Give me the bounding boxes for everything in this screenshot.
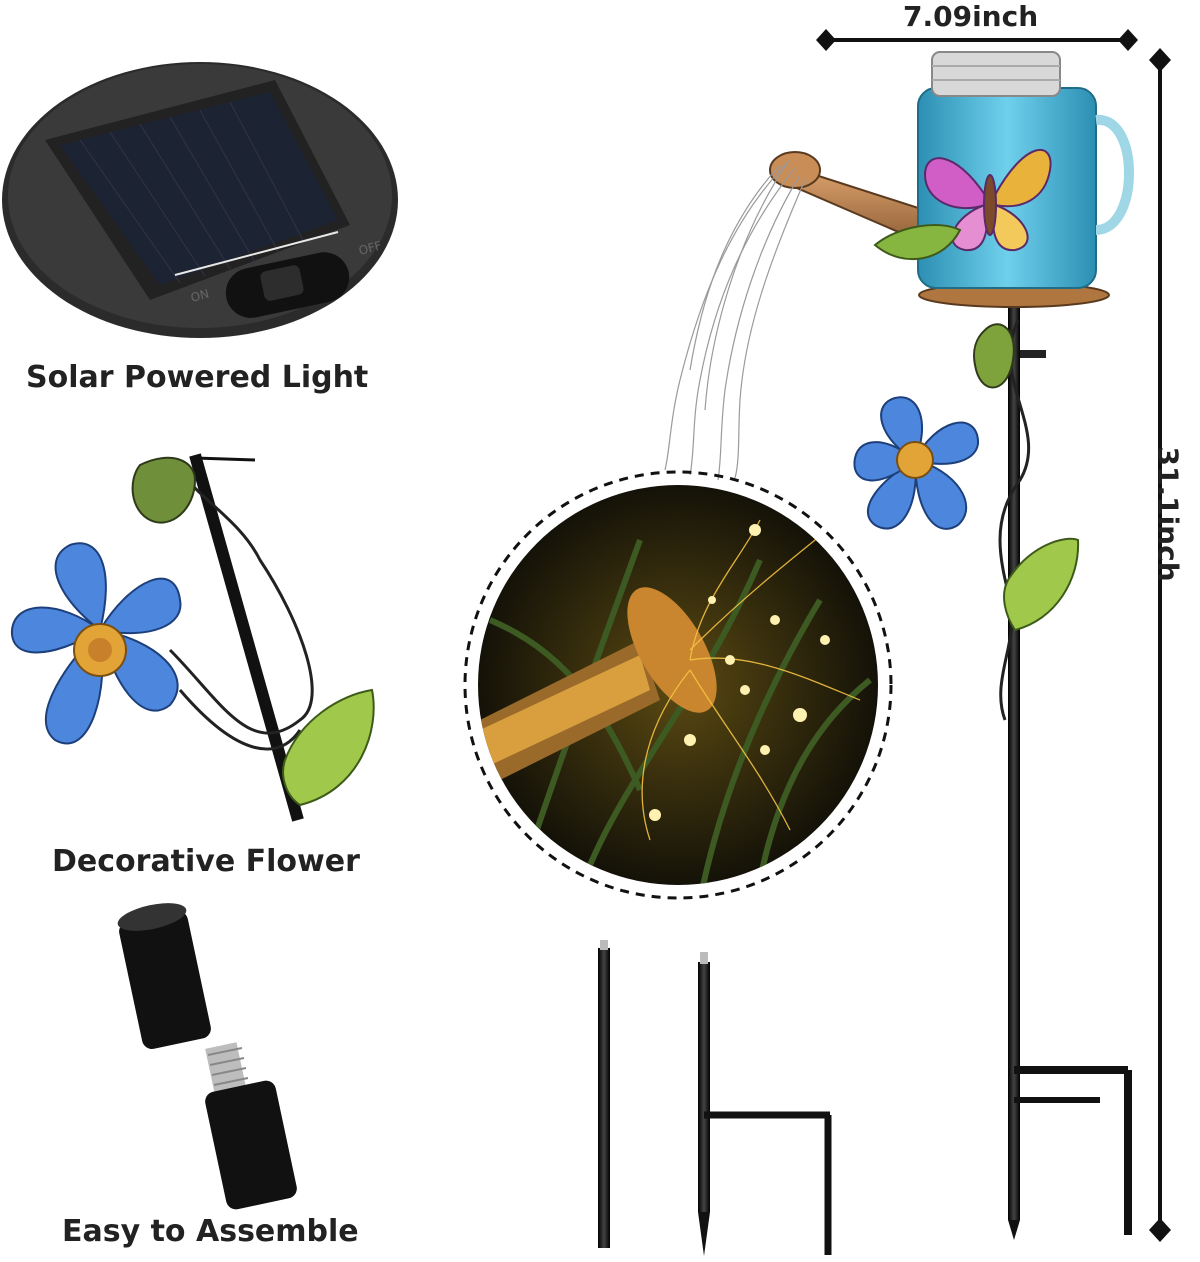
width-dimension-label: 7.09inch: [903, 0, 1039, 33]
night-glow-detail-image: [463, 470, 893, 900]
height-dimension-label: 31.1inch: [1151, 446, 1185, 582]
stake-parts-image: [598, 940, 832, 1256]
panel-off-label: OFF: [357, 238, 383, 258]
connector-image: [117, 903, 297, 1210]
solar-caption: Solar Powered Light: [26, 360, 369, 395]
assemble-caption: Easy to Assemble: [62, 1214, 359, 1249]
width-dimension-line: [816, 29, 1138, 51]
panel-on-label: ON: [189, 287, 210, 305]
flower-caption: Decorative Flower: [52, 844, 360, 879]
water-stream-illustration: [664, 159, 806, 481]
height-dimension-line: [1149, 48, 1171, 1242]
decorative-flower-image: [10, 453, 375, 822]
solar-panel-image: ON OFF: [2, 62, 398, 338]
main-stake-image: [769, 51, 1134, 1240]
